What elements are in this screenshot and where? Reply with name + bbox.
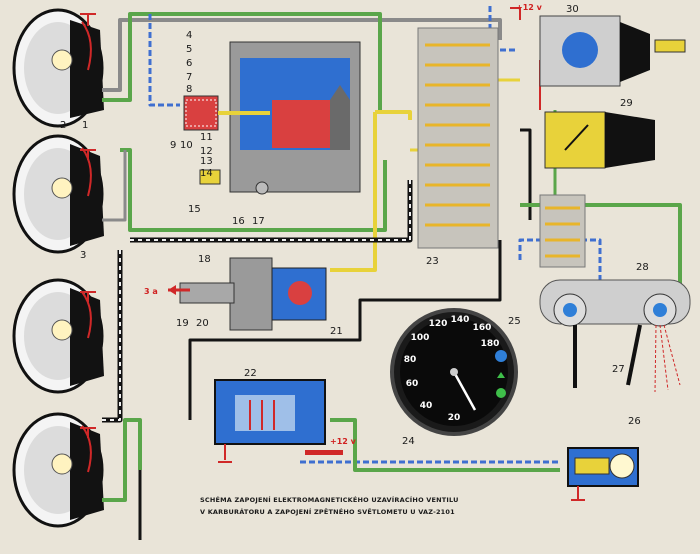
part-number: 15 [188, 204, 201, 215]
headlight-2-upper [12, 134, 104, 254]
caption-line-2: V KARBURÁTORU A ZAPOJENÍ ZPĚTNÉHO SVĚTLO… [200, 507, 455, 516]
part-number: 16 [232, 216, 245, 227]
part-number: 9 [170, 140, 176, 151]
gauge-tick-labels: 20 40 60 80 100 120 140 160 180 [404, 315, 500, 423]
part-number: 3 [80, 250, 86, 261]
supply-label-top: +12 v [516, 3, 543, 12]
ignition-switch [539, 15, 686, 87]
part-number: 14 [200, 168, 213, 179]
gauge-tick: 100 [411, 333, 430, 343]
part-number: 13 [200, 156, 213, 167]
caption-line-1: SCHÉMA ZAPOJENÍ ELEKTROMAGNETICKÉHO UZAV… [200, 495, 459, 504]
part-number: 12 [200, 146, 213, 157]
relay [214, 379, 343, 463]
part-number: 6 [186, 58, 192, 69]
part-number: 23 [426, 256, 439, 267]
part-number: 5 [186, 44, 192, 55]
supply-labels: +12 v +12 v 3 a [144, 3, 543, 446]
part-number: 11 [200, 132, 213, 143]
gauge-tick: 120 [429, 319, 448, 329]
reverse-lamp [567, 447, 639, 501]
headlight-3-lower [12, 278, 104, 394]
solenoid-valve [168, 257, 327, 331]
diagram-caption: SCHÉMA ZAPOJENÍ ELEKTROMAGNETICKÉHO UZAV… [200, 495, 459, 516]
part-number: 30 [566, 4, 579, 15]
connector-block [539, 194, 586, 268]
speedometer: 20 40 60 80 100 120 140 160 180 [390, 308, 518, 436]
wiring-harness [102, 6, 682, 540]
part-number: 10 [180, 140, 193, 151]
part-number: 4 [186, 30, 192, 41]
part-number: 2 [60, 120, 66, 131]
gauge-tick: 160 [473, 323, 492, 333]
part-number: 24 [402, 436, 415, 447]
reverse-light-switch [544, 111, 655, 169]
part-number: 8 [186, 84, 192, 95]
part-number: 26 [628, 416, 641, 427]
part-number: 20 [196, 318, 209, 329]
part-number: 17 [252, 216, 265, 227]
part-number: 25 [508, 316, 521, 327]
part-number: 22 [244, 368, 257, 379]
gauge-tick: 180 [481, 339, 500, 349]
combination-switch [539, 279, 691, 393]
headlight-1-top [12, 8, 104, 128]
part-number: 19 [176, 318, 189, 329]
gauge-tick: 140 [451, 315, 470, 325]
fuse-box [417, 27, 499, 249]
part-number-labels: 1 2 3 4 5 6 7 8 9 10 11 12 13 14 15 16 1… [60, 4, 649, 447]
supply-label-relay: +12 v [330, 437, 357, 446]
part-number: 18 [198, 254, 211, 265]
gauge-tick: 60 [406, 379, 419, 389]
ground-symbols-headlights [80, 13, 96, 438]
part-number: 21 [330, 326, 343, 337]
part-number: 7 [186, 72, 192, 83]
part-number: 27 [612, 364, 625, 375]
gauge-tick: 20 [448, 413, 461, 423]
gauge-tick: 40 [420, 401, 433, 411]
carburetor [183, 41, 361, 195]
part-number: 28 [636, 262, 649, 273]
part-number: 29 [620, 98, 633, 109]
part-number: 1 [82, 120, 88, 131]
headlight-4-bottom [12, 412, 104, 528]
arrow-label: 3 a [144, 287, 158, 296]
gauge-tick: 80 [404, 355, 417, 365]
